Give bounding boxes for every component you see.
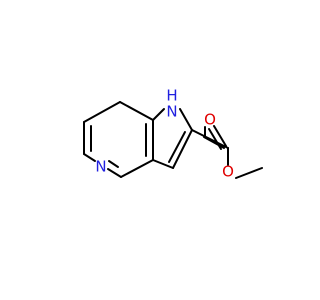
bond-c4-c3a [120, 159, 154, 178]
bond-ccarbonyl-odouble-2 [208, 128, 222, 150]
molecule-structure: H N N O O [83, 87, 263, 181]
bond-n1-c2 [179, 108, 193, 131]
bond-n5-c4 [107, 168, 122, 178]
bond-oester-ch3 [235, 167, 263, 179]
bond-c7a-n1 [152, 108, 165, 121]
bond-c7a-c7 [83, 101, 121, 123]
pyridine-n-label: N [95, 158, 106, 176]
bond-n5-c4-inner [108, 160, 119, 168]
bond-ccarbonyl-o-double-a [203, 136, 225, 149]
pyrrole-n-label: N [166, 103, 177, 121]
bond-c2-ccarbonyl [191, 129, 229, 149]
atom-labels: H N N O O [95, 87, 234, 181]
bond-c3-c3a [152, 159, 174, 169]
bond-c2-c3-inner [168, 131, 186, 163]
carbonyl-o-label: O [204, 111, 216, 129]
bond-c6-n5 [83, 153, 96, 162]
ester-o-label: O [222, 163, 234, 181]
bond-ccarbonyl-odouble-1 [213, 125, 227, 147]
bond-c7a-c7a [119, 101, 154, 121]
pyrrole-h-label: H [166, 87, 177, 105]
bond-c2-c3 [172, 129, 193, 169]
bonds [83, 101, 263, 179]
